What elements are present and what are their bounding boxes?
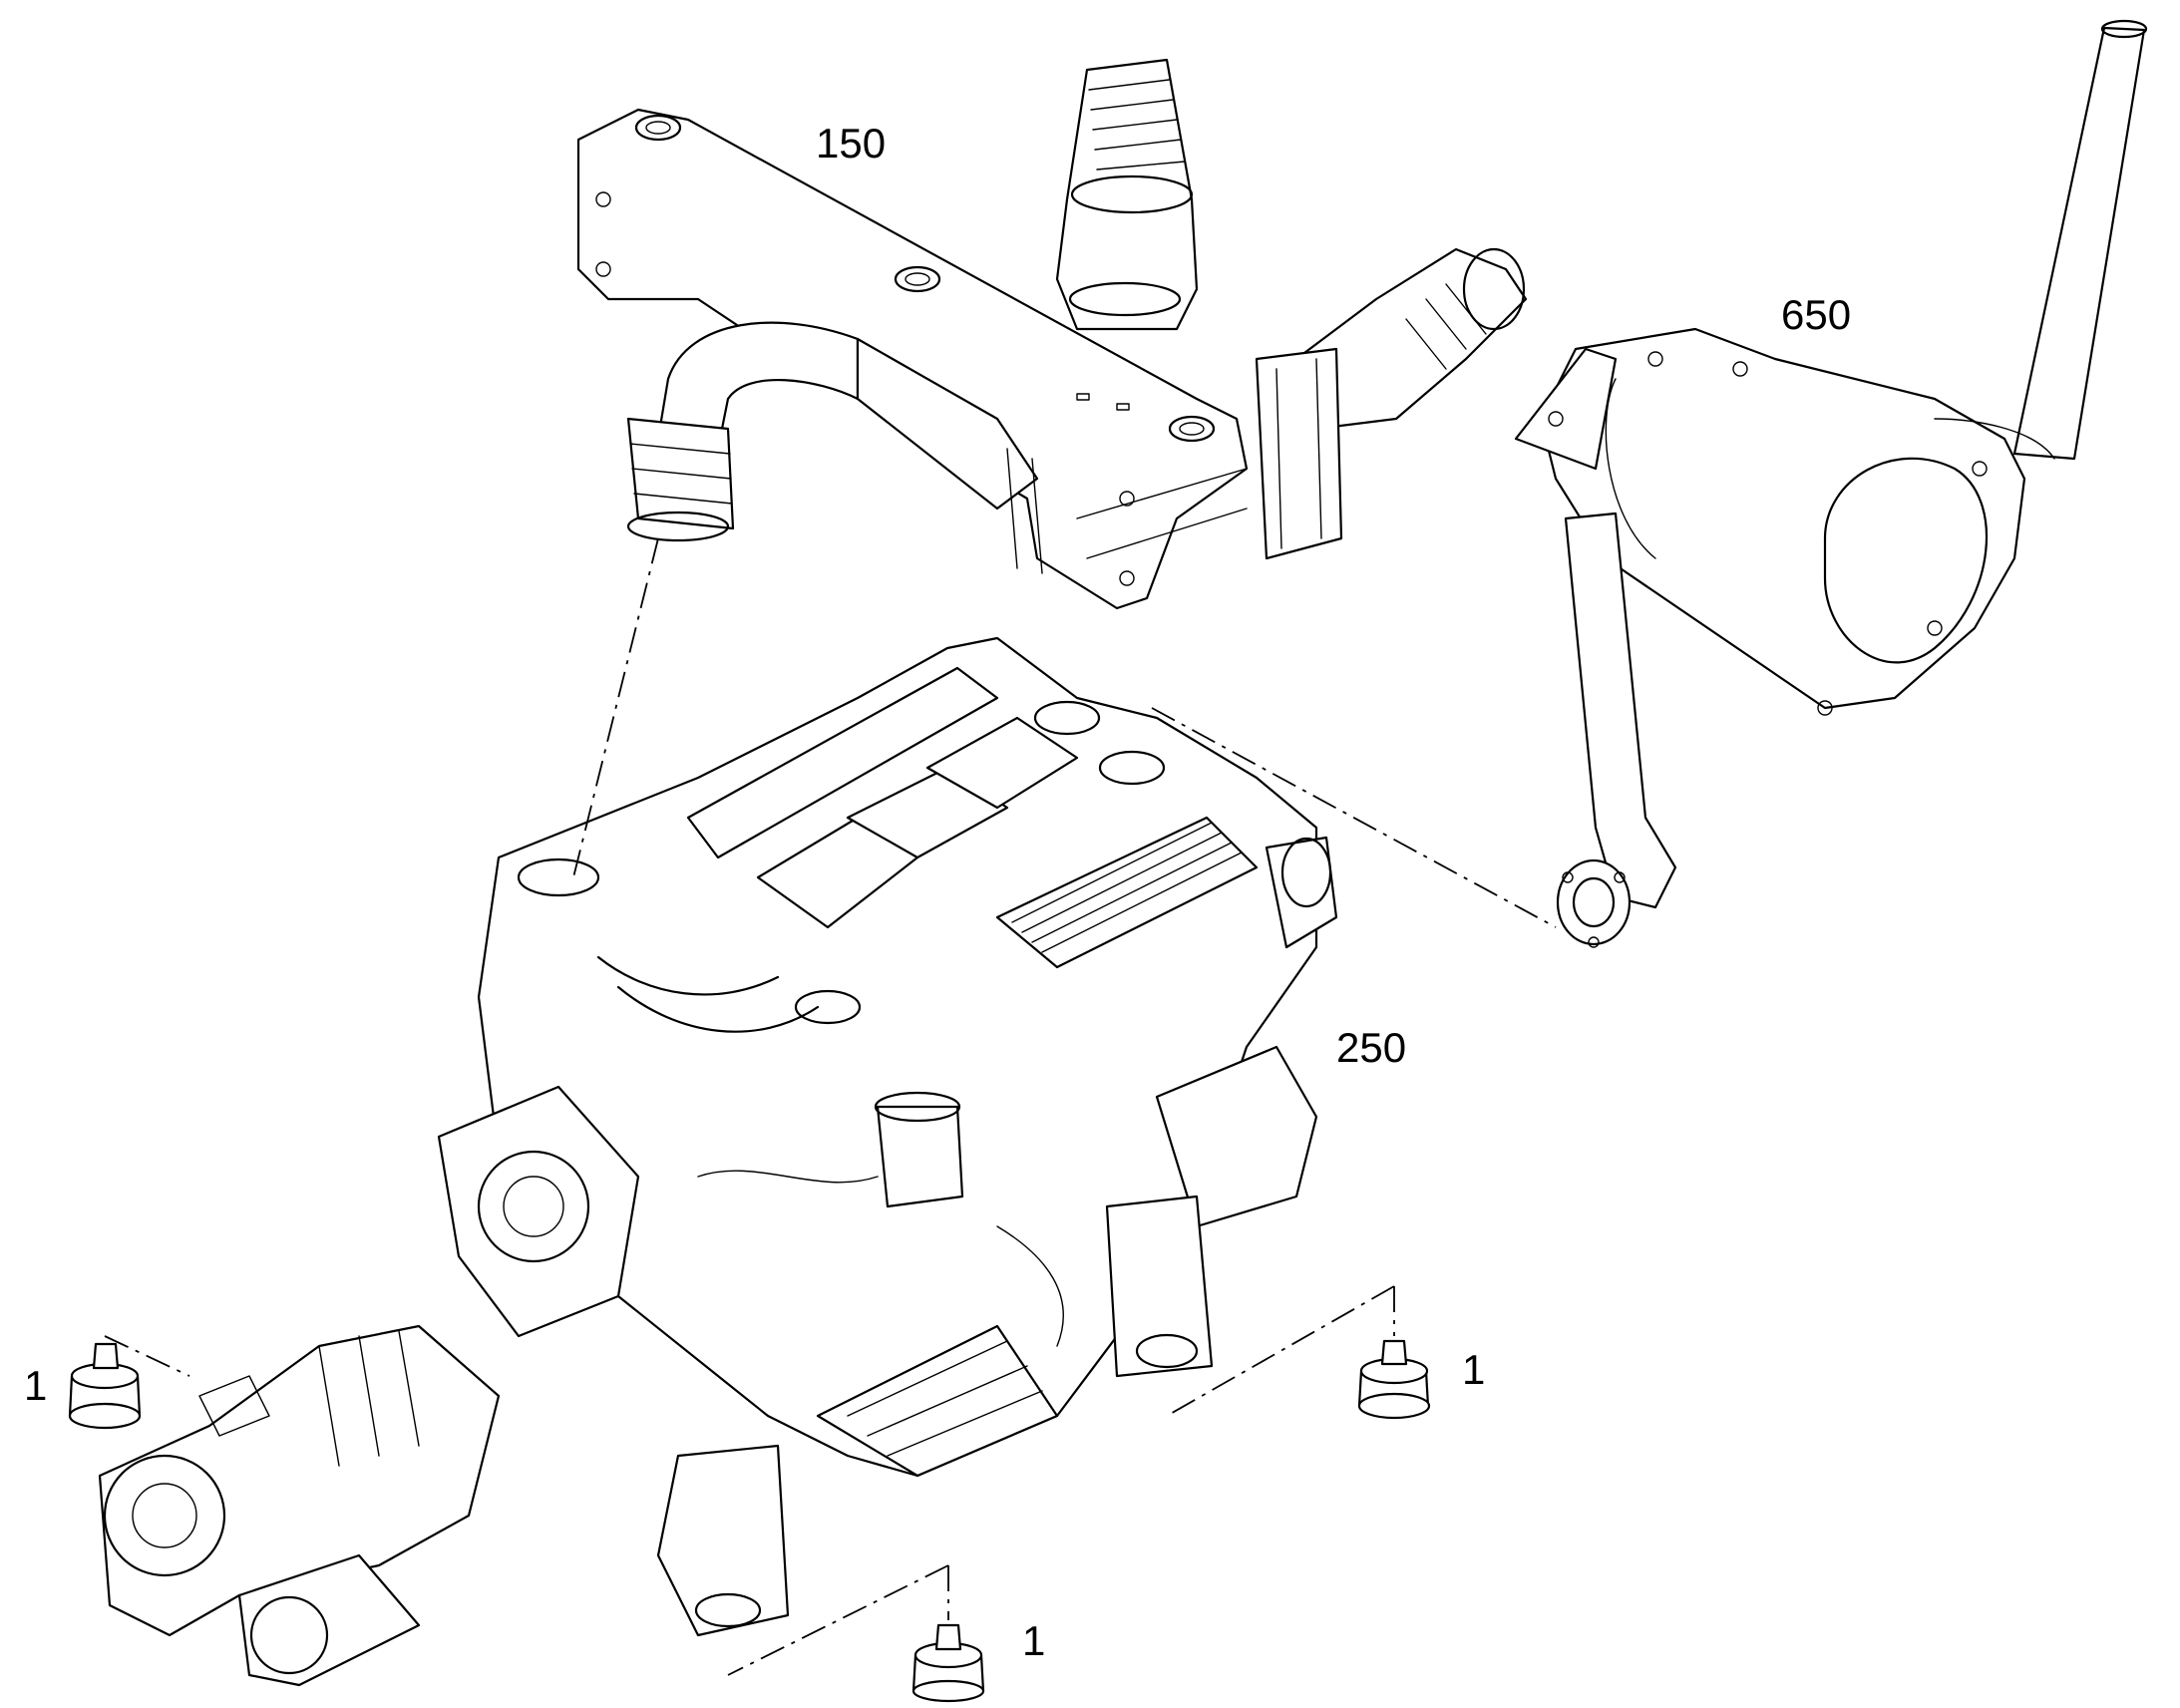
hydraulic-pump-assembly bbox=[98, 1324, 501, 1687]
assembly-leader-lines bbox=[104, 537, 1557, 1676]
mount-left bbox=[68, 1342, 142, 1430]
mount-right bbox=[1357, 1339, 1431, 1420]
callout-1-right: 1 bbox=[1462, 1346, 1485, 1393]
callout-150: 150 bbox=[816, 120, 886, 167]
callout-250: 250 bbox=[1336, 1024, 1406, 1071]
callout-1-left: 1 bbox=[24, 1362, 47, 1409]
intake-pipe-assembly bbox=[576, 58, 1528, 610]
muffler-assembly bbox=[1514, 19, 2148, 948]
callout-650: 650 bbox=[1781, 291, 1851, 338]
engine-assembly bbox=[437, 636, 1338, 1637]
mount-bottom bbox=[911, 1623, 985, 1703]
callout-1-bottom: 1 bbox=[1022, 1617, 1045, 1664]
